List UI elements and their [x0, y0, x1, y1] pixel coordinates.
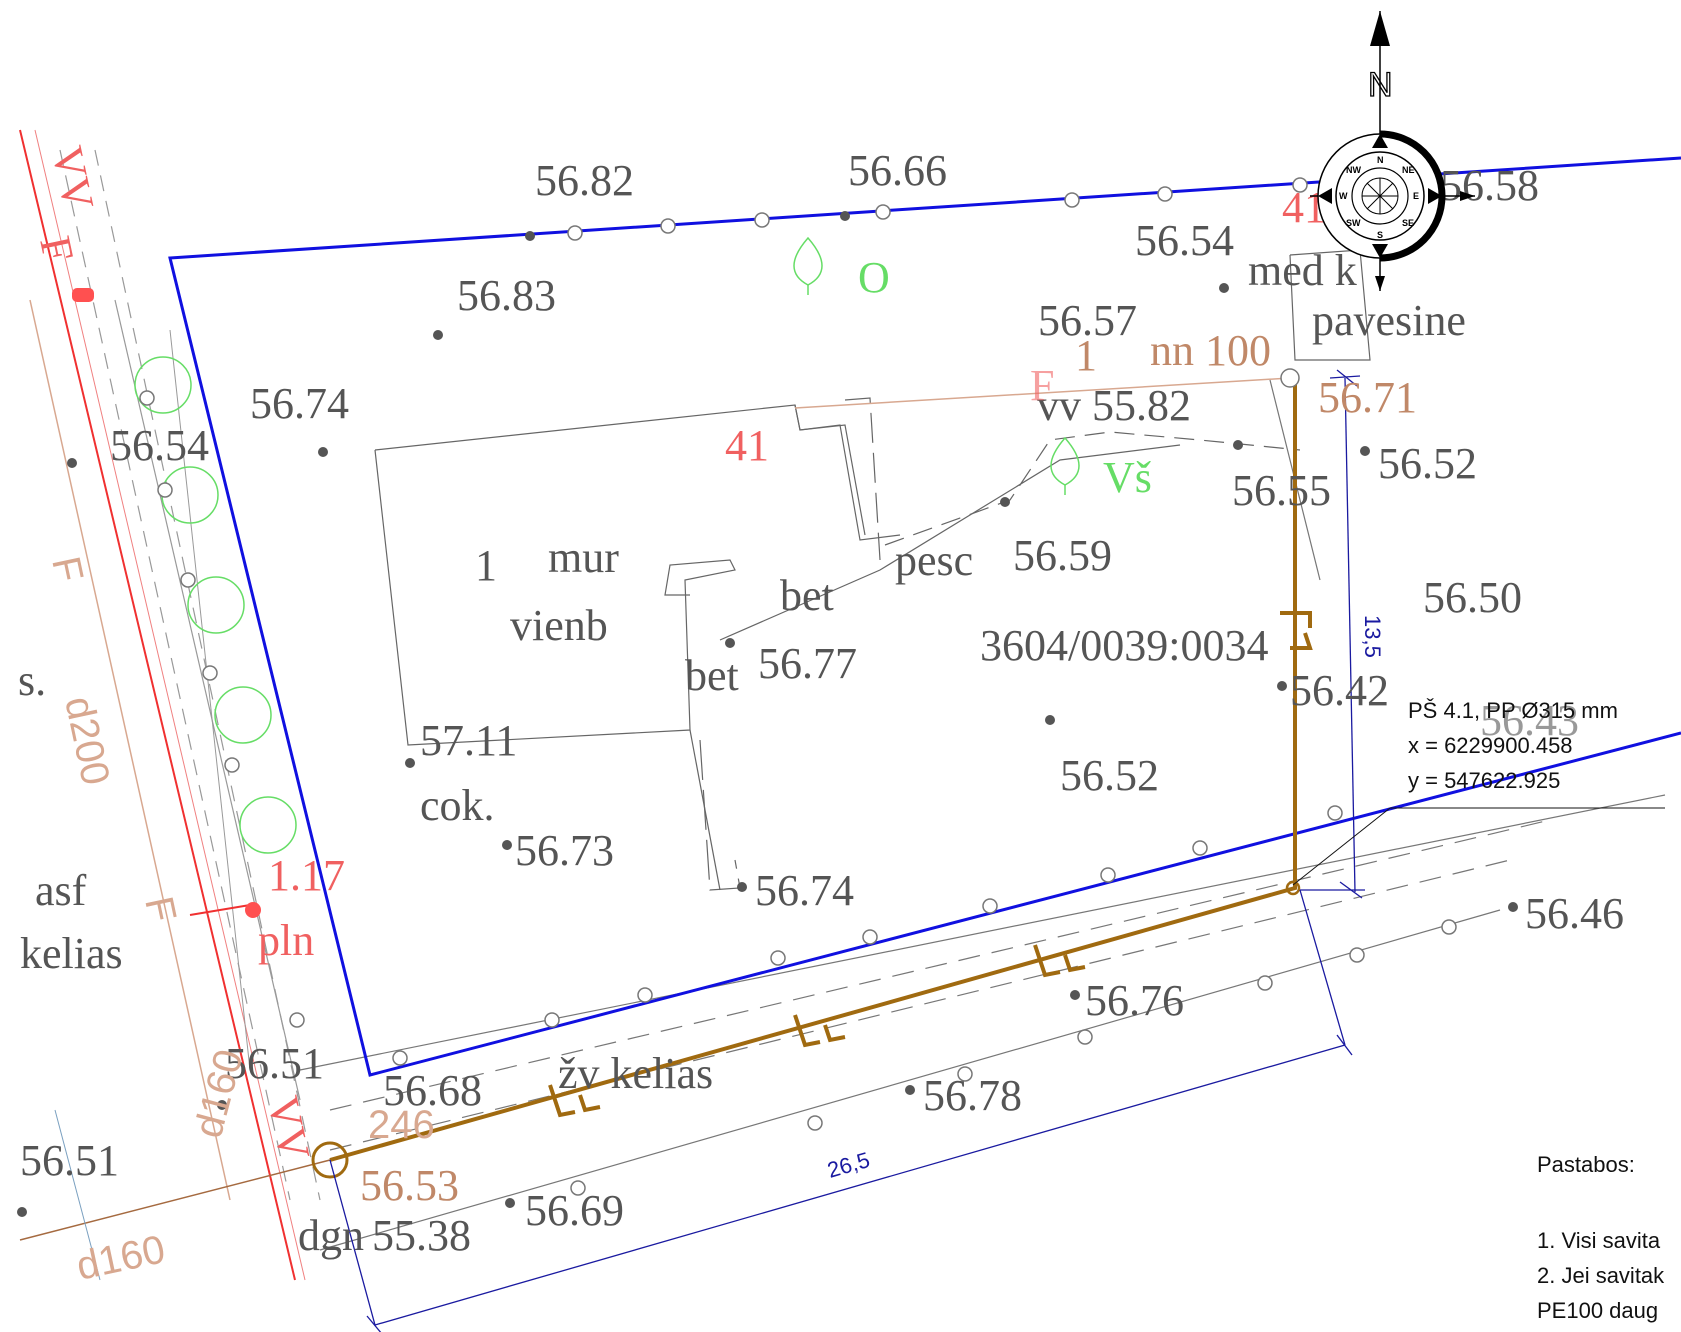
elev-label: 56.54 — [1135, 216, 1234, 265]
tree-symbols — [793, 236, 1080, 495]
building-type: vienb — [510, 601, 608, 650]
elev-label: 56.58 — [1440, 161, 1539, 210]
ground-label: dgn — [298, 1211, 364, 1260]
elev-label: 56.50 — [1423, 573, 1522, 622]
f-marker: F — [43, 553, 91, 586]
elev-label: 57.11 — [420, 716, 517, 765]
plinth-label: cok. — [420, 781, 495, 830]
parcel-boundary — [168, 156, 1681, 1077]
elev-label: 56.69 — [525, 1186, 624, 1235]
pipe-label: 246 — [368, 1103, 435, 1147]
notes-block: Pastabos: 1. Visi savita 2. Jei savitak … — [1537, 1152, 1665, 1323]
elev-label: 56.78 — [923, 1071, 1022, 1120]
building-material: mur — [548, 533, 619, 582]
elev-label: 56.77 — [758, 639, 857, 688]
walkway-label: pesc — [895, 536, 973, 585]
pipe-label: d200 — [56, 693, 118, 789]
neighbor-label: 41 — [725, 421, 769, 470]
compass-ne: NE — [1402, 165, 1415, 175]
elev-label: 56.43 — [1480, 696, 1579, 745]
elev-label: 56.55 — [1232, 466, 1331, 515]
elev-label: 56.52 — [1378, 439, 1477, 488]
water-level-label: vv 55.82 — [1037, 381, 1191, 430]
cadastral-id: 3604/0039:0034 — [980, 621, 1268, 670]
f-marker: F — [136, 893, 184, 926]
well-callout: PŠ 4.1, PP Ø315 mm x = 6229900.458 y = 5… — [1408, 698, 1618, 793]
compass-nw: NW — [1346, 165, 1361, 175]
surface-label: bet — [780, 571, 834, 620]
elev-label: 56.46 — [1525, 889, 1624, 938]
elev-label: 56.57 — [1038, 296, 1137, 345]
north-label: N — [1368, 66, 1393, 104]
elev-label: 56.76 — [1085, 976, 1184, 1025]
power-line-label: nn 100 — [1150, 326, 1271, 375]
elev-label: 56.42 — [1290, 666, 1389, 715]
cutoff-label: s. — [18, 656, 46, 705]
f-marker: F — [30, 232, 83, 266]
sewer-line — [311, 378, 1313, 1179]
elevation-points — [17, 211, 1518, 1217]
shed-type: pavesine — [1312, 296, 1466, 345]
tree-label: Vš — [1103, 453, 1152, 502]
elev-label: 56.66 — [848, 146, 947, 195]
parcel-number: 1 — [1075, 331, 1097, 380]
elev-label: 56.74 — [250, 379, 349, 428]
north-arrow-icon — [1370, 11, 1390, 46]
surface-label: bet — [685, 651, 739, 700]
vv-line-label: VV — [258, 1092, 319, 1165]
notes-item: 2. Jei savitak — [1537, 1263, 1665, 1288]
survey-markers — [139, 177, 1457, 1196]
compass-e: E — [1413, 191, 1419, 201]
pole-label: 1.17 — [268, 851, 345, 900]
road-label: kelias — [20, 929, 123, 978]
shed-material: med k — [1248, 246, 1357, 295]
elev-label: 56.52 — [1060, 751, 1159, 800]
compass-se: SE — [1402, 218, 1414, 228]
elev-label: 56.51 — [20, 1136, 119, 1185]
f-marker: F — [1030, 361, 1054, 410]
well-callout-line: x = 6229900.458 — [1408, 733, 1573, 758]
vv-line-label: VV — [42, 142, 103, 215]
compass-w: W — [1339, 191, 1348, 201]
elev-label: 56.83 — [457, 271, 556, 320]
map-labels: 41 41 1 3604/0039:0034 1 mur vienb bet b… — [18, 142, 1466, 1289]
elev-label: 55.38 — [372, 1211, 471, 1260]
elev-label: 56.73 — [515, 826, 614, 875]
pole-type: pln — [258, 916, 314, 965]
notes-title: Pastabos: — [1537, 1152, 1635, 1177]
notes-item: 1. Visi savita — [1537, 1228, 1661, 1253]
elev-label: 56.53 — [360, 1161, 459, 1210]
compass-n: N — [1377, 155, 1384, 165]
road-surface: asf — [35, 866, 87, 915]
dimension-horizontal: 26,5 — [824, 1147, 872, 1183]
street-utilities — [19, 129, 1666, 1281]
elevation-labels: 56.82 56.66 56.58 56.54 56.83 56.57 56.7… — [20, 146, 1624, 1260]
elev-label: 56.51 — [225, 1039, 324, 1088]
building-number: 1 — [475, 541, 497, 590]
compass-s: S — [1377, 230, 1383, 240]
elev-label: 56.54 — [110, 421, 209, 470]
notes-item: PE100 daug — [1537, 1298, 1658, 1323]
dimension-lines — [329, 369, 1665, 1332]
tree-label: O — [858, 253, 890, 302]
pipe-label: d160 — [186, 1045, 252, 1142]
well-callout-line: PŠ 4.1, PP Ø315 mm — [1408, 698, 1618, 723]
pipe-label: d160 — [73, 1227, 169, 1289]
elev-label: 56.82 — [535, 156, 634, 205]
elev-label: 56.59 — [1013, 531, 1112, 580]
elev-label: 56.71 — [1318, 373, 1417, 422]
elev-label: 56.68 — [383, 1066, 482, 1115]
building-outline — [374, 249, 1371, 891]
gravel-road: žv kelias — [558, 1049, 713, 1098]
compass-sw: SW — [1346, 218, 1361, 228]
dimension-vertical: 13,5 — [1360, 615, 1385, 658]
well-callout-line: y = 547622.925 — [1408, 768, 1560, 793]
elev-label: 56.74 — [755, 866, 854, 915]
compass-rose: N N NE E SE S SW W NW — [1310, 11, 1475, 291]
